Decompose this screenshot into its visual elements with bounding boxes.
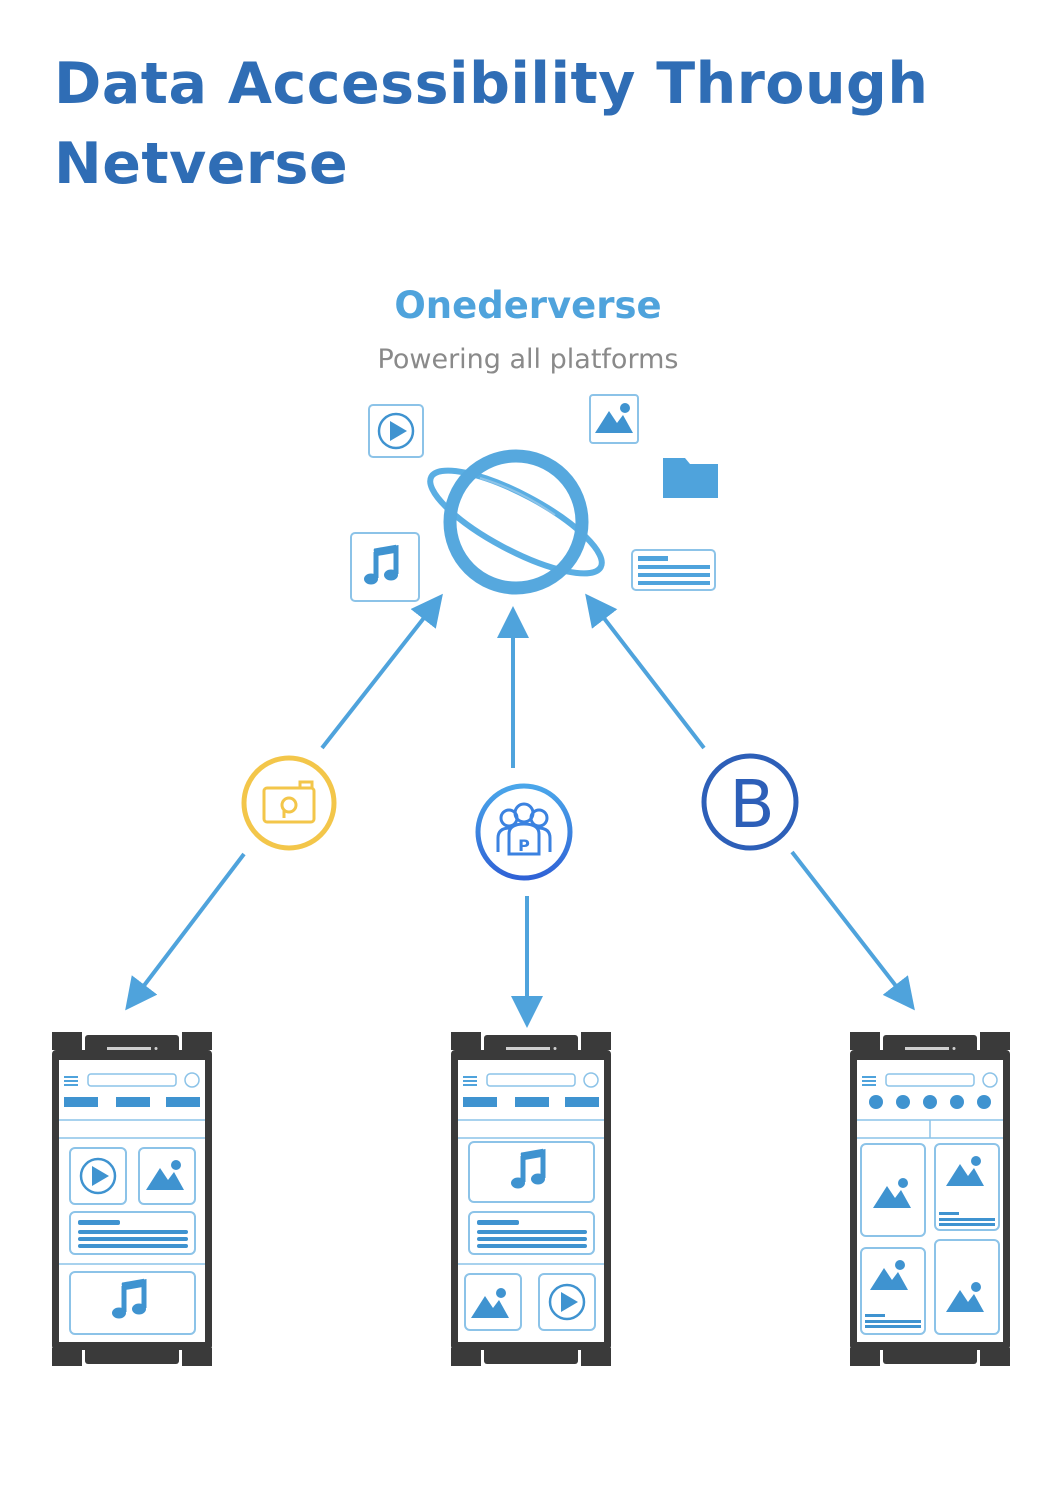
video-icon (368, 404, 424, 458)
dots-row (869, 1095, 991, 1109)
image-card (464, 1273, 522, 1331)
people-platform: P (475, 783, 573, 881)
music-card (468, 1141, 595, 1203)
video-card (538, 1273, 596, 1331)
people-p-label: P (518, 836, 530, 855)
b-letter-icon: B (729, 766, 774, 843)
phone-right (849, 1031, 1011, 1367)
image-card (860, 1247, 926, 1335)
phone-left (51, 1031, 213, 1367)
video-card (69, 1147, 127, 1205)
hub-name: Onederverse (394, 284, 661, 327)
planet-icon (427, 449, 605, 595)
arrow-b-to-hub (585, 593, 706, 750)
image-card (860, 1143, 926, 1237)
arrow-camera-to-hub (320, 593, 443, 750)
music-card (69, 1271, 196, 1335)
arrow-b-to-phone (790, 850, 915, 1011)
camera-platform (241, 755, 337, 851)
arrow-camera-to-phone (125, 852, 246, 1011)
image-card (934, 1143, 1000, 1231)
page-title: Data Accessibility Through Netverse (54, 51, 929, 197)
image-card (138, 1147, 196, 1205)
image-icon (589, 394, 639, 444)
image-card (934, 1239, 1000, 1335)
people-p-icon (496, 802, 552, 856)
text-card-icon (631, 549, 716, 591)
camera-icon (262, 780, 316, 824)
b-platform: B (701, 753, 799, 851)
hub-tagline: Powering all platforms (378, 344, 679, 375)
phone-center (450, 1031, 612, 1367)
folder-icon (663, 458, 718, 498)
music-icon (350, 532, 420, 602)
